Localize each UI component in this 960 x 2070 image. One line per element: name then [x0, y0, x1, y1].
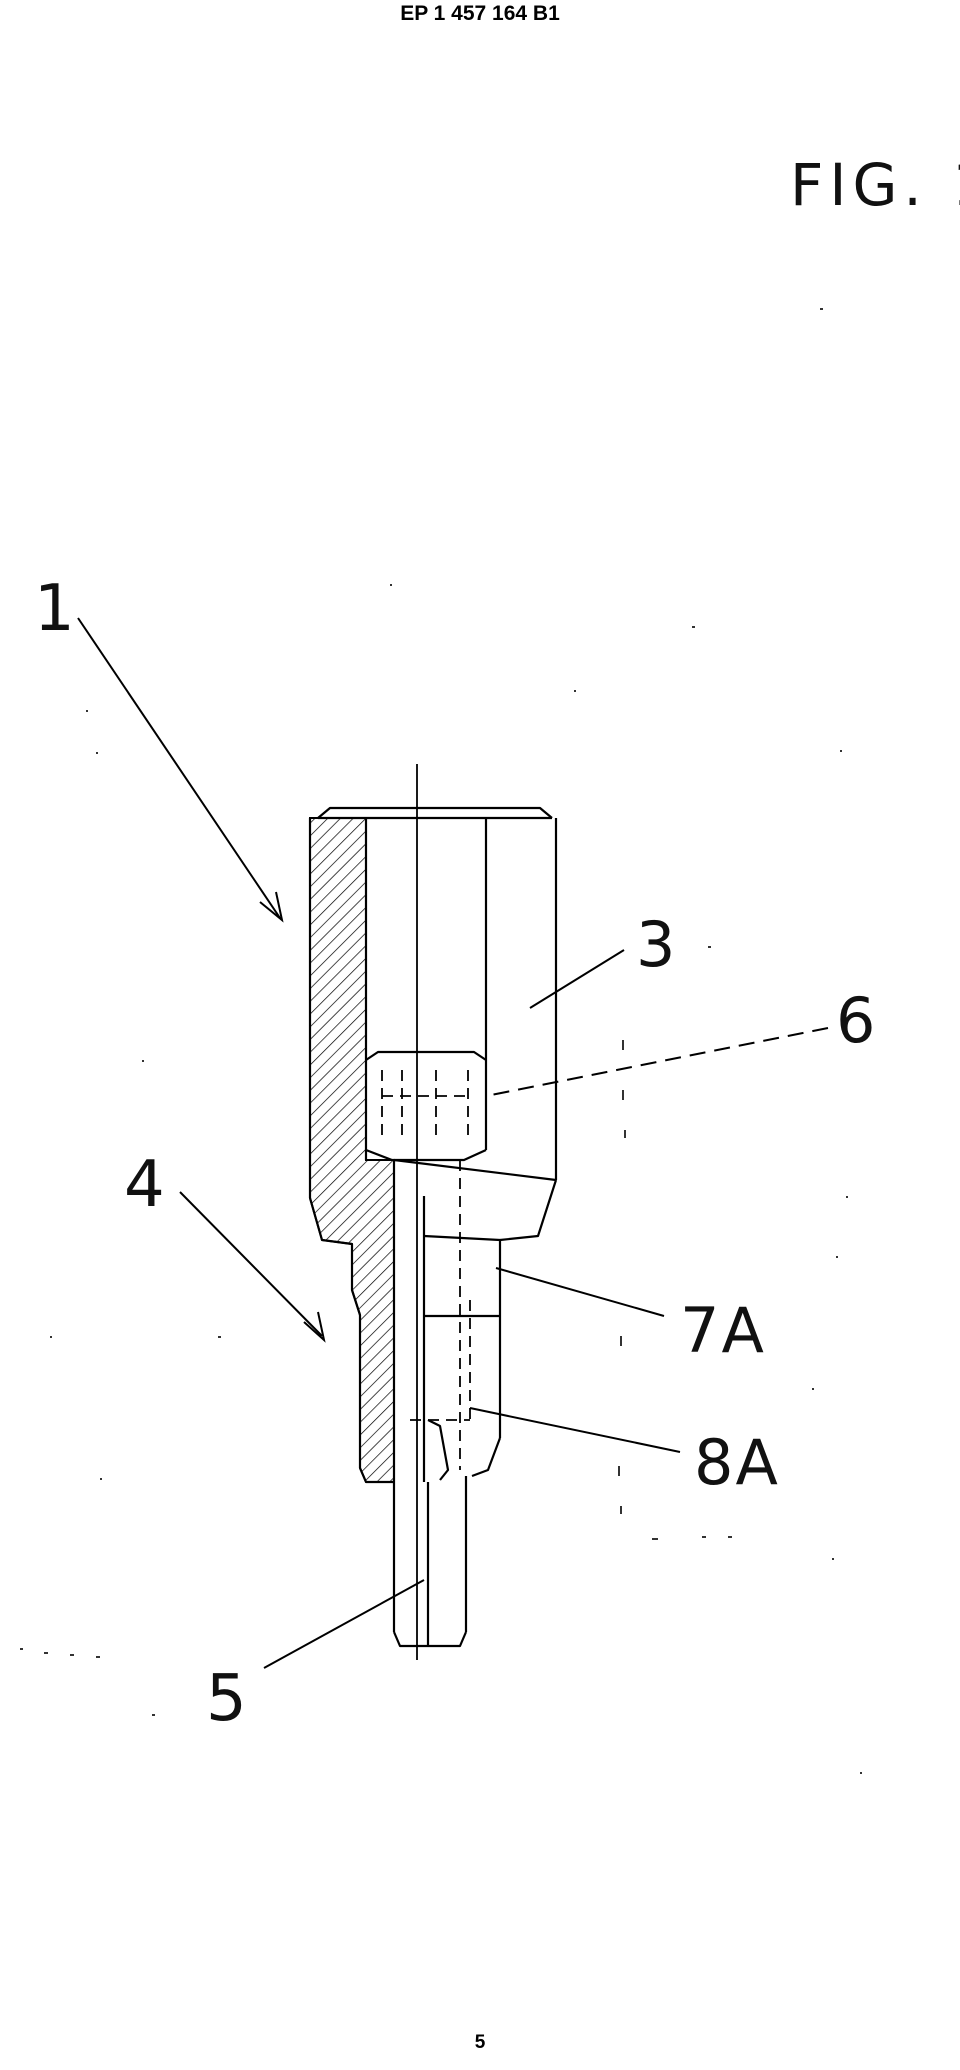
ref-label-4: 4 — [124, 1148, 165, 1222]
ref-label-7a: 7A — [680, 1294, 766, 1367]
ref-label-6: 6 — [836, 984, 875, 1057]
ref-label-5: 5 — [206, 1662, 247, 1736]
ref-label-8a: 8A — [694, 1426, 780, 1499]
leader-lines — [77, 617, 829, 1669]
scan-specks — [20, 308, 862, 1774]
patent-number-header: EP 1 457 164 B1 — [400, 2, 560, 25]
hidden-lines — [381, 818, 487, 1470]
reference-numerals: 1 3 6 4 7A 8A 5 — [34, 572, 875, 1736]
ref-label-1: 1 — [34, 572, 75, 646]
ref-label-3: 3 — [636, 908, 675, 981]
page-number: 5 — [474, 2032, 486, 2053]
hatched-section — [309, 817, 395, 1483]
figure-title: FIG. 1 — [790, 151, 960, 219]
